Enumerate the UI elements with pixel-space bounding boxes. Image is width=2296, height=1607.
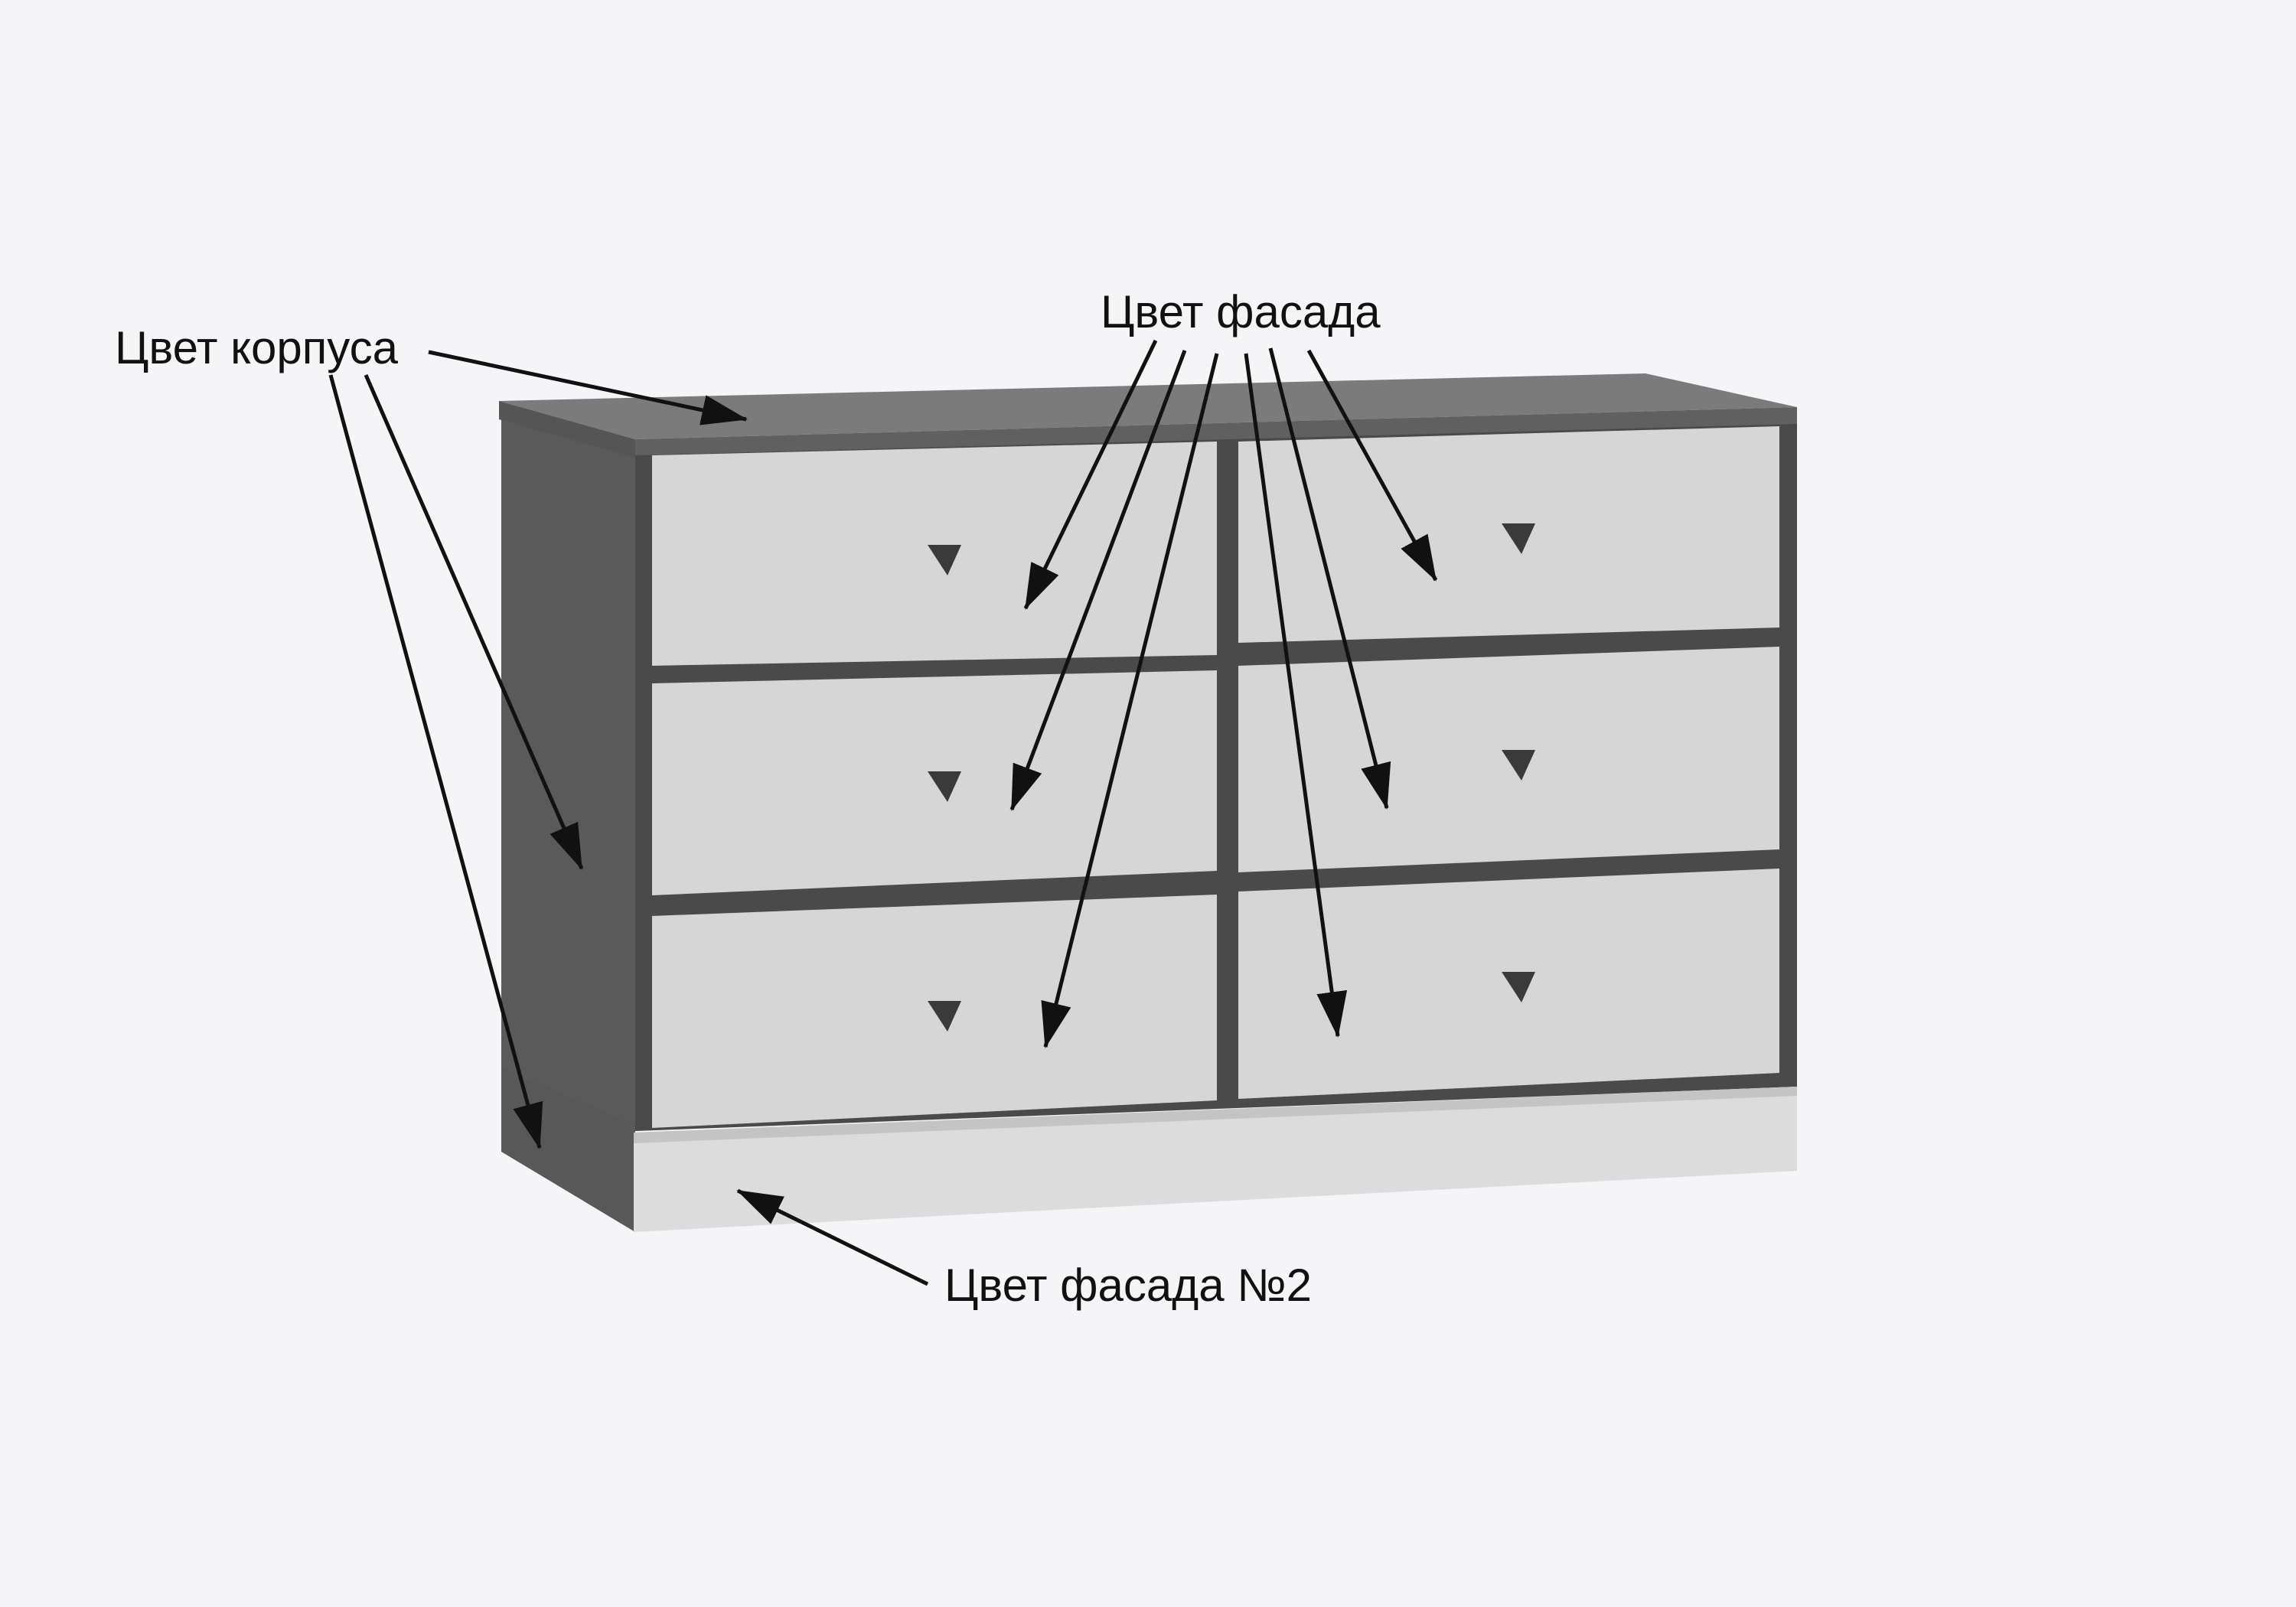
arrow-body-side bbox=[364, 373, 584, 870]
dresser-plinth-shadow bbox=[634, 1087, 1797, 1143]
arrow-facade-right-top bbox=[1306, 349, 1438, 582]
triangle-knob-icon bbox=[1502, 523, 1535, 554]
dresser-top-front-edge bbox=[635, 407, 1797, 458]
triangle-knob-icon bbox=[928, 1001, 961, 1032]
arrow-facade-right-bottom bbox=[1244, 353, 1348, 1038]
dresser-top-side-edge bbox=[499, 401, 635, 458]
arrow-body-plinth bbox=[328, 374, 543, 1149]
dresser bbox=[499, 373, 1797, 1232]
drawer-left-middle bbox=[652, 670, 1217, 895]
label-body-color: Цвет корпуса bbox=[115, 322, 399, 373]
arrow-facade-left-middle bbox=[1009, 350, 1187, 811]
arrow-facade-left-bottom bbox=[1041, 353, 1219, 1048]
body-color-arrows bbox=[328, 350, 748, 1149]
label-facade-color-2: Цвет фасада №2 bbox=[944, 1260, 1312, 1311]
dresser-top-panel bbox=[499, 373, 1797, 439]
arrow-facade-right-middle bbox=[1268, 347, 1391, 810]
drawer-right-bottom bbox=[1238, 869, 1779, 1099]
triangle-knob-icon bbox=[928, 545, 961, 575]
facade-color-arrows bbox=[1009, 339, 1438, 1048]
arrow-body-top bbox=[428, 350, 748, 425]
drawer-handles bbox=[928, 523, 1535, 1032]
arrow-facade-plinth bbox=[736, 1188, 929, 1286]
triangle-knob-icon bbox=[1502, 750, 1535, 781]
triangle-knob-icon bbox=[1502, 972, 1535, 1002]
facade2-color-arrows bbox=[736, 1188, 929, 1286]
dresser-side-panel bbox=[501, 413, 635, 1152]
label-facade-color: Цвет фасада bbox=[1101, 286, 1381, 337]
arrow-facade-left-top bbox=[1023, 339, 1158, 610]
triangle-knob-icon bbox=[928, 771, 961, 802]
